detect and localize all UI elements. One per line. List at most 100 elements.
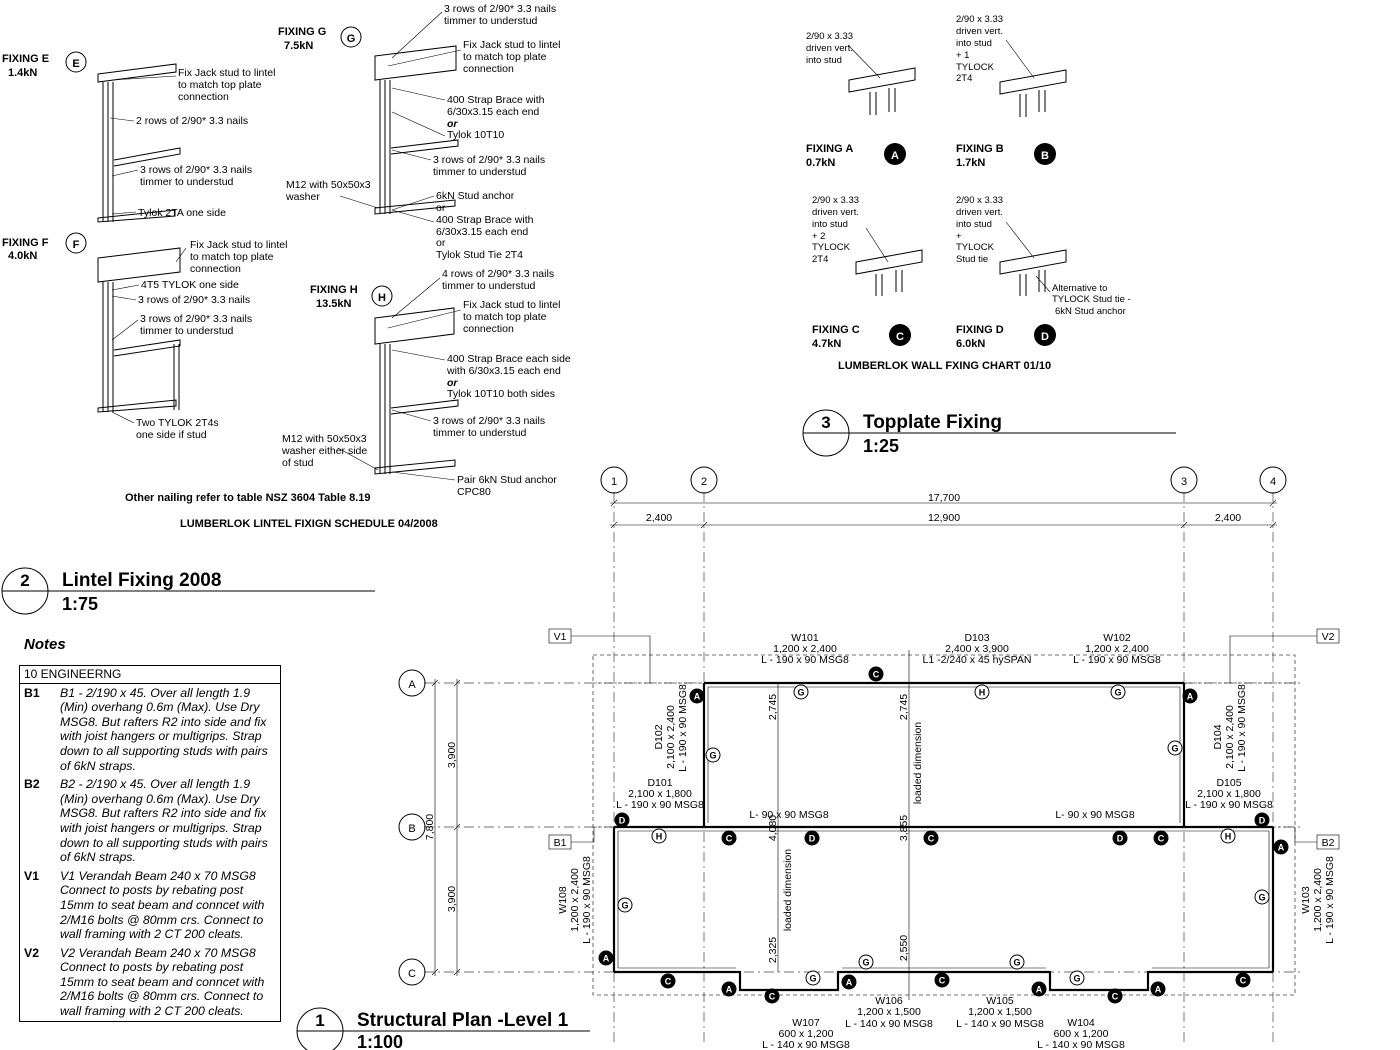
fixing-d-alt-2: TYLOCK Stud tie - [1052, 294, 1131, 305]
grid-row-a: A [408, 679, 416, 691]
fixing-f-detail: FIXING F 4.0kN F Fix Jack stud to lintel… [2, 232, 287, 441]
fixing-marker-g [705, 747, 721, 763]
fixing-d-note-1: 2/90 x 3.33 [956, 195, 1003, 206]
fixing-b-note-6: 2T4 [956, 73, 972, 84]
note-row: V1 V1 Verandah Beam 240 x 70 MSG8 Connect… [20, 867, 281, 944]
d102-size: 2,100 x 2,400 [665, 705, 677, 769]
fixing-f-note-5: 3 rows of 2/90* 3.3 nails [138, 294, 250, 306]
fixing-f-note-1: Fix Jack stud to lintel [190, 239, 287, 251]
lintel-b-left: L- 90 x 90 MSG8 [749, 809, 829, 821]
walls [594, 650, 1295, 1000]
fixing-g-name: FIXING G [278, 26, 326, 38]
fixing-d-note-3: into stud [956, 219, 992, 230]
fixing-b-note-4: + 1 [956, 50, 969, 61]
fixing-h-note-13: washer either side [281, 445, 367, 457]
fixing-marker-label: G [862, 958, 869, 968]
fixing-marker-c [934, 972, 950, 988]
w108-lintel: L - 190 x 90 MSG8 [581, 856, 593, 944]
fixing-a-letter: A [891, 150, 899, 162]
fixing-marker-label: A [694, 692, 701, 702]
d101-size: 2,100 x 1,800 [628, 788, 692, 800]
w107-lintel: L - 140 x 90 MSG8 [762, 1039, 850, 1050]
fixing-marker-g [1254, 889, 1270, 905]
notes-title: Notes [24, 636, 66, 653]
other-nailing-note: Other nailing refer to table NSZ 3604 Ta… [125, 492, 371, 504]
view-scale-2: 1:75 [62, 594, 98, 614]
d103-id: D103 [964, 632, 989, 644]
fixing-c-note-3: into stud [812, 219, 848, 230]
w101-id: W101 [791, 632, 819, 644]
fixing-marker-label: G [809, 974, 816, 984]
dim-total-y: 7,800 [424, 814, 436, 840]
vdim-1: 2,745 [767, 694, 779, 720]
note-key: V1 [24, 868, 40, 883]
fixing-b-name: FIXING B [956, 143, 1004, 155]
fixing-h-note-6: 400 Strap Brace each side [447, 353, 571, 365]
fixing-marker-c [1107, 988, 1123, 1004]
fixing-g-note-5: connection [463, 63, 514, 75]
view-num-3: 3 [821, 413, 830, 432]
d104-lintel: L - 190 x 90 MSG8 [1236, 684, 1248, 772]
dim-x-3: 2,400 [1215, 512, 1241, 524]
fixing-marker-a [1150, 981, 1166, 997]
fixing-marker-d [804, 830, 820, 846]
fixing-h-note-1: 4 rows of 2/90* 3.3 nails [442, 268, 554, 280]
vdim-6: 2,550 [898, 935, 910, 961]
fixing-marker-label: G [709, 751, 716, 761]
fixing-f-note-2: to match top plate [190, 251, 274, 263]
w106-id: W106 [875, 995, 903, 1007]
w101-size: 1,200 x 2,400 [773, 643, 837, 655]
fixing-g-note-2: timmer to understud [444, 15, 538, 27]
w103-id: W103 [1300, 886, 1312, 914]
fixing-a-note-2: driven vert. [806, 43, 853, 54]
fixing-marker-label: C [928, 834, 935, 844]
dim-y-1: 3,900 [446, 742, 458, 768]
fixing-marker-label: C [726, 834, 733, 844]
view-title-topplate: 3 Topplate Fixing 1:25 [802, 409, 1176, 457]
fixing-e-note-1: Fix Jack stud to lintel [178, 67, 275, 79]
d103-lintel: L1 -2/240 x 45 hySPAN [923, 654, 1032, 666]
d103-size: 2,400 x 3,900 [945, 643, 1009, 655]
fixing-e-detail: FIXING E 1.4kN E Fix Jack stud to lintel… [2, 51, 275, 223]
fixing-marker-g [1110, 684, 1126, 700]
loaded-dim-2: loaded dimension [782, 849, 794, 931]
w103-size: 1,200 x 2,400 [1312, 868, 1324, 932]
tag-b2: B2 [1322, 837, 1335, 849]
fixing-marker-g [1069, 970, 1085, 986]
fixing-f-name: FIXING F [2, 237, 49, 249]
fixing-h-name: FIXING H [310, 284, 358, 296]
topplate-fixing-chart: 2/90 x 3.33 driven vert. into stud FIXIN… [806, 14, 1131, 372]
fixing-b-letter: B [1041, 150, 1049, 162]
view-title-1: Structural Plan -Level 1 [357, 1010, 569, 1031]
fixing-marker-c [1235, 972, 1251, 988]
w101-lintel: L - 190 x 90 MSG8 [761, 654, 849, 666]
fixing-d-alt-1: Alternative to [1052, 283, 1107, 294]
dim-total-x: 17,700 [928, 492, 960, 504]
fixing-marker-label: A [1036, 985, 1043, 995]
grid-col-3: 3 [1181, 476, 1187, 488]
fixing-e-load: 1.4kN [8, 67, 37, 79]
fixing-f-note-8: Two TYLOK 2T4s [136, 417, 219, 429]
fixing-e-letter: E [72, 58, 79, 70]
d104-size: 2,100 x 2,400 [1224, 705, 1236, 769]
fixing-marker-h [651, 828, 667, 844]
fixing-marker-a [1031, 981, 1047, 997]
fixing-marker-c [1153, 830, 1169, 846]
fixing-e-note-2: to match top plate [178, 79, 262, 91]
fixing-b-note-5: TYLOCK [956, 62, 995, 73]
fixing-h-note-16: CPC80 [457, 486, 491, 498]
fixing-marker-c [764, 988, 780, 1004]
fixing-marker-label: C [665, 977, 672, 987]
note-key: V2 [24, 945, 40, 960]
view-title-plan: 1 Structural Plan -Level 1 1:100 [296, 1007, 590, 1050]
fixing-h-note-10: 3 rows of 2/90* 3.3 nails [433, 415, 545, 427]
fixing-h-note-11: timmer to understud [433, 427, 527, 439]
fixing-c-note-6: 2T4 [812, 254, 828, 265]
fixing-h-letter: H [378, 292, 386, 304]
note-text: V1 Verandah Beam 240 x 70 MSG8 Connect t… [60, 868, 265, 942]
fixing-g-note-3: Fix Jack stud to lintel [463, 39, 560, 51]
fixing-g-note-14: 6kN Stud anchor [436, 190, 515, 202]
